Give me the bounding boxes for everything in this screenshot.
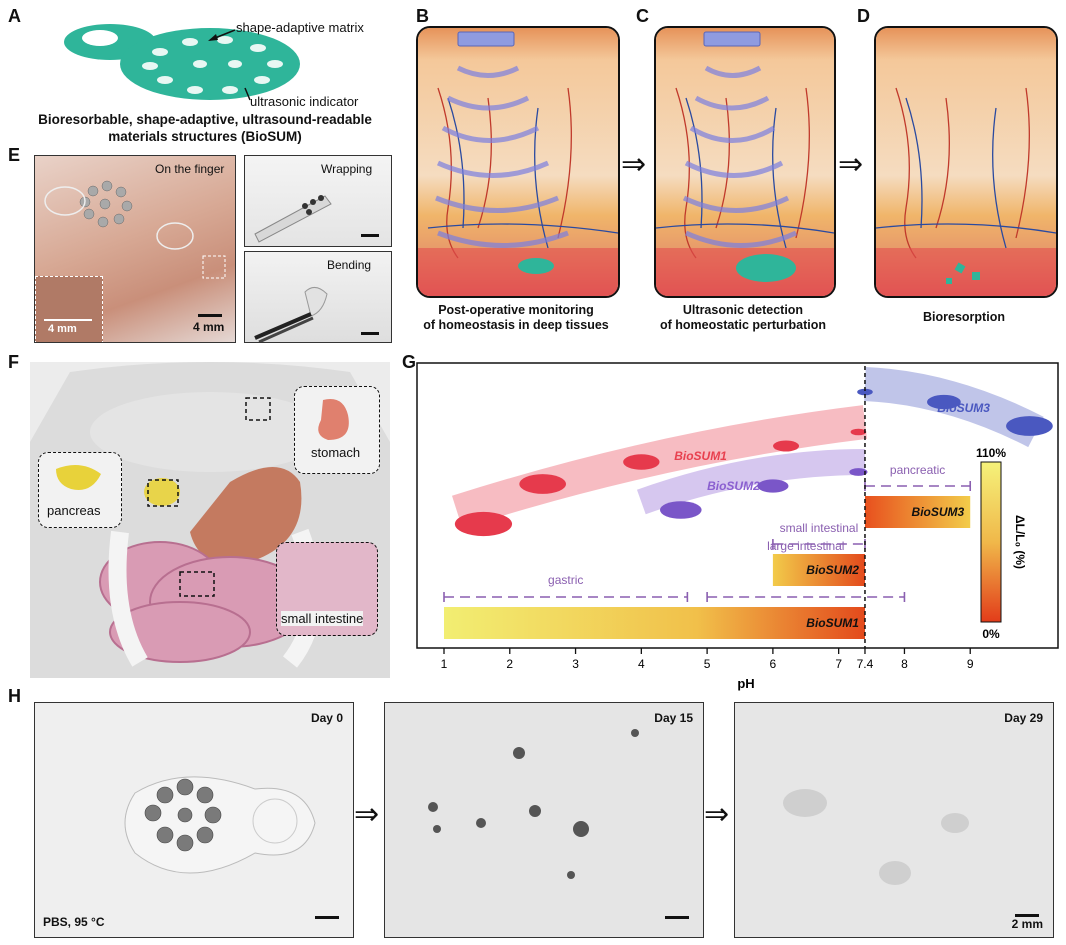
bar-biosum2: [772, 554, 865, 586]
band-label-biosum2: BioSUM2: [707, 479, 760, 493]
pancreas-callout: pancreas: [38, 452, 122, 528]
arrow-day0-to-day15: ⇒: [354, 797, 380, 832]
device-icon: [660, 501, 702, 519]
stomach-callout: stomach: [294, 386, 380, 474]
x-tick-label: 6: [770, 657, 777, 671]
panel-b-tissue: [416, 26, 620, 298]
bar-label-biosum1: BioSUM1: [806, 616, 859, 630]
bar-biosum1: [444, 607, 865, 639]
panel-d-caption: Bioresorption: [923, 310, 1005, 324]
panel-b-caption-line2: of homeostasis in deep tissues: [423, 318, 609, 332]
panel-b-caption-line1: Post-operative monitoring: [438, 303, 594, 317]
panel-label-h: H: [8, 686, 21, 706]
colorbar-label: ΔL/L₀ (%): [1013, 515, 1027, 569]
condition-label: PBS, 95 °C: [43, 915, 105, 929]
ultrasonic-indicators: [142, 36, 283, 94]
bar-label-biosum3: BioSUM3: [912, 505, 965, 519]
panel-label-a: A: [8, 6, 21, 26]
small-intestine-callout: small intestine: [276, 542, 378, 636]
wrap-label: Wrapping: [321, 162, 373, 176]
panel-c-tissue: [654, 26, 836, 298]
x-tick-label: 8: [901, 657, 908, 671]
band-biosum2: [636, 449, 865, 515]
device-icon: [757, 479, 789, 493]
device-icon: [773, 440, 800, 452]
biosum-device-illustration: [64, 24, 300, 101]
day29-label: Day 29: [1004, 711, 1043, 725]
x-tick-label: 4: [638, 657, 645, 671]
device-icon: [454, 511, 513, 537]
panel-a-caption-line1: Bioresorbable, shape-adaptive, ultrasoun…: [38, 112, 372, 127]
x-tick-label: 3: [572, 657, 579, 671]
inset-scale-label: 4 mm: [48, 323, 77, 335]
panel-label-c: C: [636, 6, 649, 26]
day15-photo: Day 15: [384, 702, 704, 938]
env-label: small intestinal: [780, 521, 859, 535]
panel-label-d: D: [857, 6, 870, 26]
bend-label: Bending: [327, 258, 372, 272]
device-icon: [849, 468, 868, 476]
panel-c-caption-line1: Ultrasonic detection: [682, 303, 804, 317]
finger-inset: 4 mm: [35, 276, 103, 342]
x-tick-label: 2: [506, 657, 513, 671]
env-label: pancreatic: [890, 463, 945, 477]
environment-ranges: gastric large intestinal small intestinal p…: [443, 463, 972, 602]
env-pancreatic: pancreatic: [864, 463, 972, 491]
env-large-intestinal: large intestinal: [706, 539, 906, 602]
device-icons: [454, 388, 1053, 537]
device-icon: [857, 388, 873, 396]
biosum-bars: BioSUM1 BioSUM2 BioSUM3: [444, 496, 971, 639]
pancreas-label: pancreas: [47, 503, 101, 518]
band-biosum1: [451, 405, 868, 529]
indicator-label: ultrasonic indicator: [250, 94, 359, 109]
bar-label-biosum2: BioSUM2: [806, 563, 859, 577]
arrow-c-to-d: ⇒: [838, 147, 864, 182]
x-tick-label: 5: [704, 657, 711, 671]
x-axis: 1 2 3 4 5 6 7 7.4 8 9: [441, 648, 974, 671]
arrow-b-to-c: ⇒: [621, 147, 647, 182]
anatomy-illustration: stomach pancreas small intestine: [30, 362, 390, 678]
matrix-label: shape-adaptive matrix: [236, 20, 364, 35]
x-tick-label: 1: [441, 657, 448, 671]
finger-scale-label: 4 mm: [193, 320, 225, 334]
device-icon: [623, 454, 660, 470]
panel-label-e: E: [8, 145, 21, 165]
band-label-biosum1: BioSUM1: [674, 449, 727, 463]
env-label: large intestinal: [767, 539, 844, 553]
finger-label: On the finger: [155, 162, 225, 176]
day0-photo: Day 0 PBS, 95 °C: [34, 702, 354, 938]
device-hole: [82, 30, 118, 46]
panel-label-b: B: [416, 6, 429, 26]
panel-a-caption-line2: materials structures (BioSUM): [108, 129, 302, 144]
wrapping-photo: Wrapping: [244, 155, 392, 247]
day29-scale-label: 2 mm: [1011, 917, 1043, 931]
panel-label-f: F: [8, 352, 19, 372]
device-icon: [927, 394, 961, 410]
device-icon: [519, 474, 567, 494]
day29-photo: Day 29 2 mm: [734, 702, 1054, 938]
device-icon: [1006, 416, 1053, 436]
x-tick-label: 7: [835, 657, 842, 671]
x-tick-label: 7.4: [857, 657, 874, 671]
device-icon: [850, 428, 867, 436]
finger-photo: On the finger 4 mm 4 mm: [34, 155, 236, 343]
colorbar: [980, 461, 1002, 623]
arrow-day15-to-day29: ⇒: [704, 797, 730, 832]
day15-label: Day 15: [654, 711, 693, 725]
small-intestine-label: small intestine: [281, 611, 364, 626]
panel-label-g: G: [402, 352, 417, 372]
x-axis-label: pH: [737, 676, 754, 691]
stomach-label: stomach: [311, 445, 361, 460]
colorbar-max: 110%: [976, 446, 1006, 460]
x-tick-label: 9: [967, 657, 974, 671]
bending-photo: Bending: [244, 251, 392, 343]
day0-label: Day 0: [310, 711, 343, 725]
panel-c-caption-line2: of homeostatic perturbation: [660, 318, 826, 332]
colorbar-min: 0%: [982, 627, 1000, 641]
env-label: gastric: [548, 573, 583, 587]
env-gastric: gastric: [443, 573, 689, 602]
panel-d-tissue: [874, 26, 1058, 298]
bar-biosum3: [864, 496, 971, 528]
